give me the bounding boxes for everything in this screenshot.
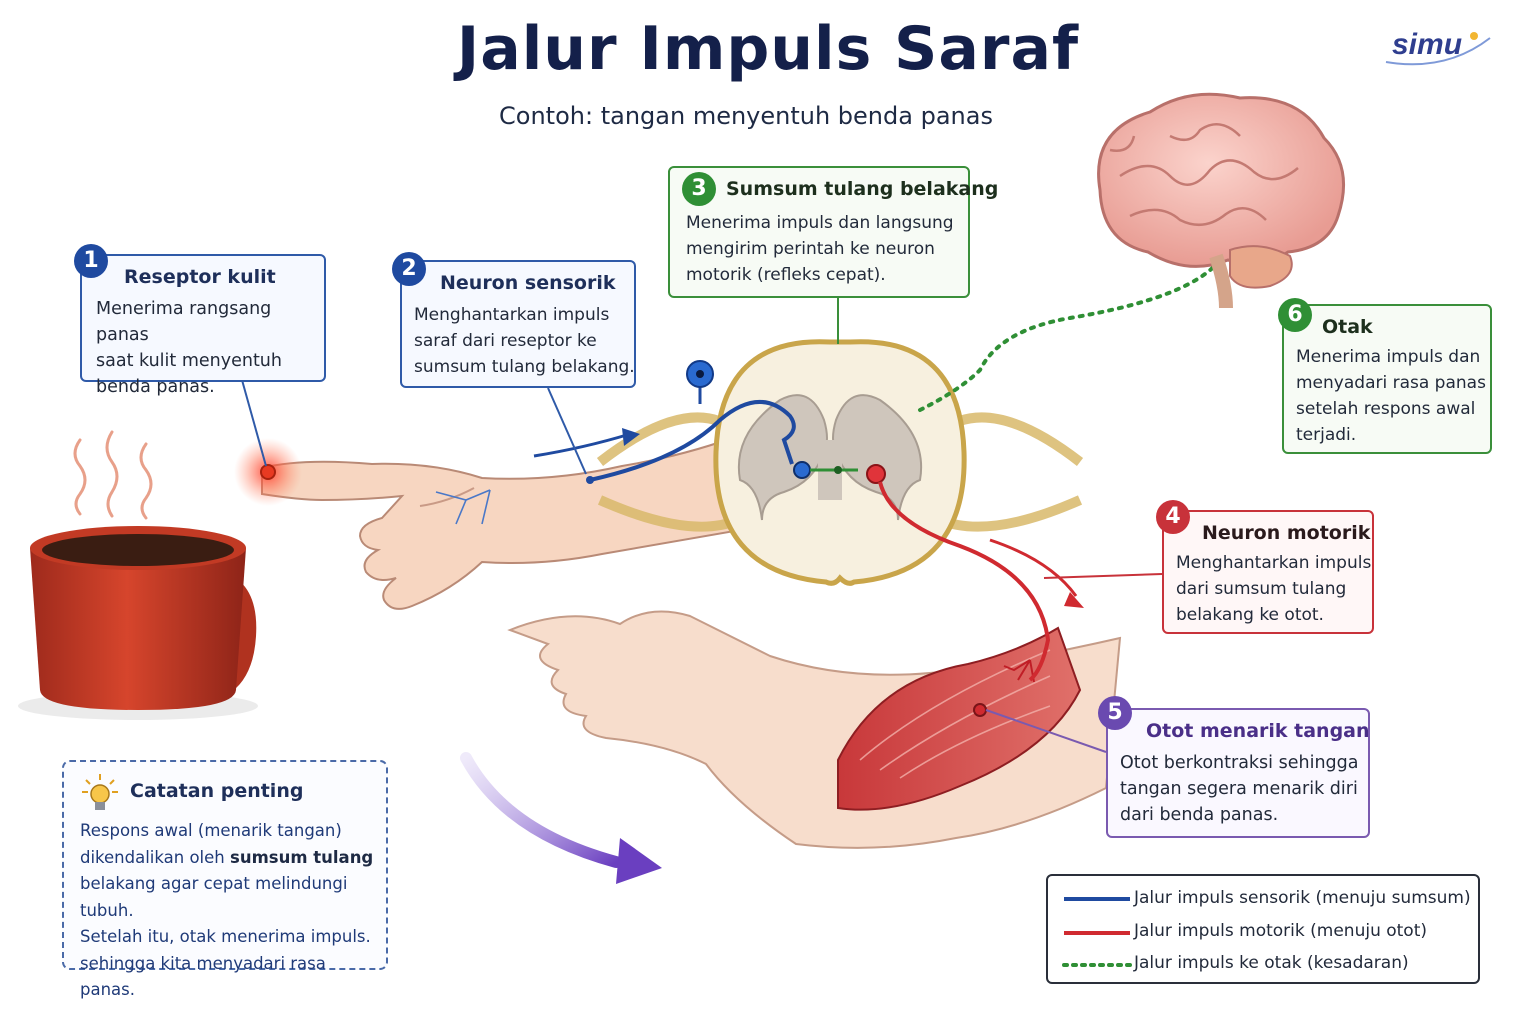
motor-pathway <box>866 464 1084 682</box>
step-box-spinal-cord: Sumsum tulang belakang Menerima impuls d… <box>668 166 998 298</box>
step-title: Reseptor kulit <box>124 266 276 288</box>
step-number-6: 6 <box>1278 298 1312 332</box>
arm-icon <box>507 610 1122 849</box>
steam-icon <box>73 430 153 520</box>
leader-lines <box>241 298 1163 753</box>
step-number-4: 4 <box>1156 500 1190 534</box>
logo: simu <box>1392 28 1463 61</box>
step-box-muscle: Otot menarik tangan Otot berkontraksi se… <box>1106 708 1370 838</box>
legend-swatch-sensory <box>1064 897 1130 901</box>
page-subtitle: Contoh: tangan menyentuh benda panas <box>499 102 993 130</box>
step-number-1: 1 <box>74 244 108 278</box>
legend-swatch-brain <box>1062 963 1132 967</box>
step-title: Neuron motorik <box>1202 522 1371 544</box>
step-number-2: 2 <box>392 252 426 286</box>
step-title: Otot menarik tangan <box>1146 720 1370 742</box>
sensory-pathway <box>533 360 811 484</box>
legend-label: Jalur impuls ke otak (kesadaran) <box>1134 953 1409 973</box>
step-number-3: 3 <box>682 172 716 206</box>
withdraw-arrow <box>460 752 622 868</box>
note-title: Catatan penting <box>130 780 304 802</box>
brain-icon <box>1097 92 1345 309</box>
legend: Jalur impuls sensorik (menuju sumsum) Ja… <box>1046 874 1480 984</box>
step-number-5: 5 <box>1098 696 1132 730</box>
step-title: Otak <box>1322 316 1373 338</box>
step-title: Neuron sensorik <box>440 272 616 294</box>
legend-swatch-motor <box>1064 931 1130 935</box>
legend-label: Jalur impuls motorik (menuju otot) <box>1134 921 1428 941</box>
step-title: Sumsum tulang belakang <box>726 178 999 200</box>
lightbulb-icon <box>82 774 118 810</box>
important-note: Catatan penting Respons awal (menarik ta… <box>62 760 388 999</box>
legend-label: Jalur impuls sensorik (menuju sumsum) <box>1134 888 1471 908</box>
coffee-mug-icon <box>18 526 258 720</box>
note-text: Respons awal (menarik tangan) dikendalik… <box>80 821 374 999</box>
brain-pathway <box>918 198 1237 412</box>
spinal-cord-icon <box>596 339 1084 586</box>
page-title: Jalur Impuls Saraf <box>456 14 1080 84</box>
hand-icon <box>261 436 754 610</box>
